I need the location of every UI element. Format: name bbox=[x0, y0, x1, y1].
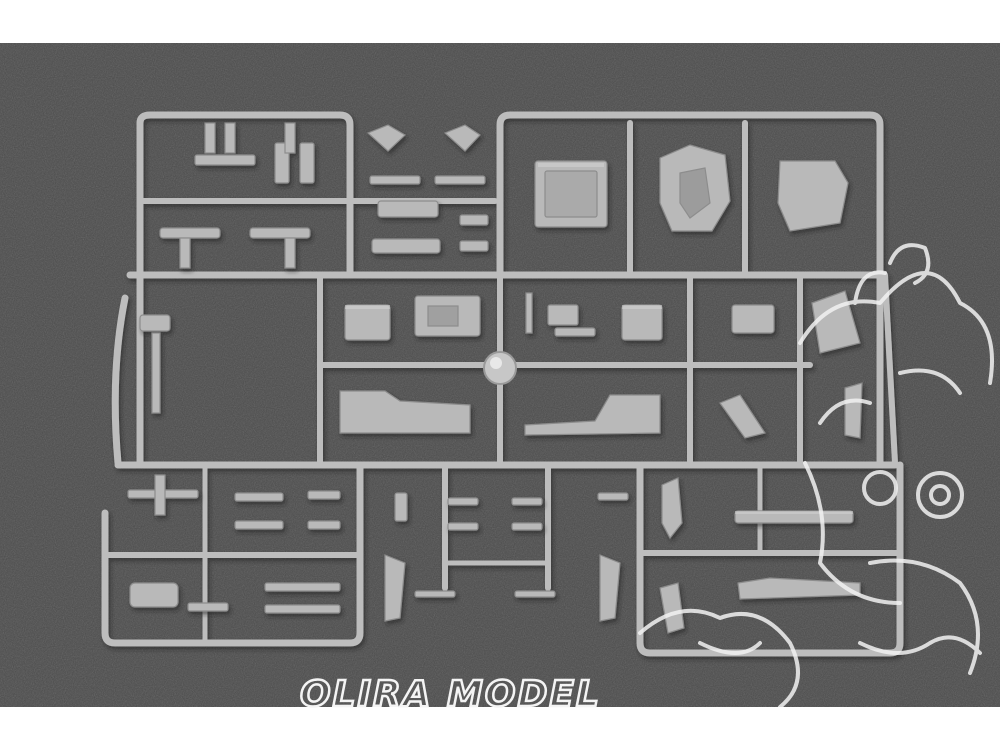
watermark-text-logo: OLIRA MODEL bbox=[300, 673, 601, 712]
part-highlights bbox=[345, 163, 853, 514]
sprue-hub bbox=[483, 351, 517, 385]
kit-parts bbox=[127, 122, 863, 634]
watermark-logo-drawing bbox=[638, 243, 994, 707]
sprue-hub-highlight bbox=[490, 357, 502, 369]
sprue-photo-svg bbox=[0, 43, 1000, 707]
watermark-text: OLIRA MODEL bbox=[300, 674, 601, 712]
product-photo bbox=[0, 43, 1000, 707]
